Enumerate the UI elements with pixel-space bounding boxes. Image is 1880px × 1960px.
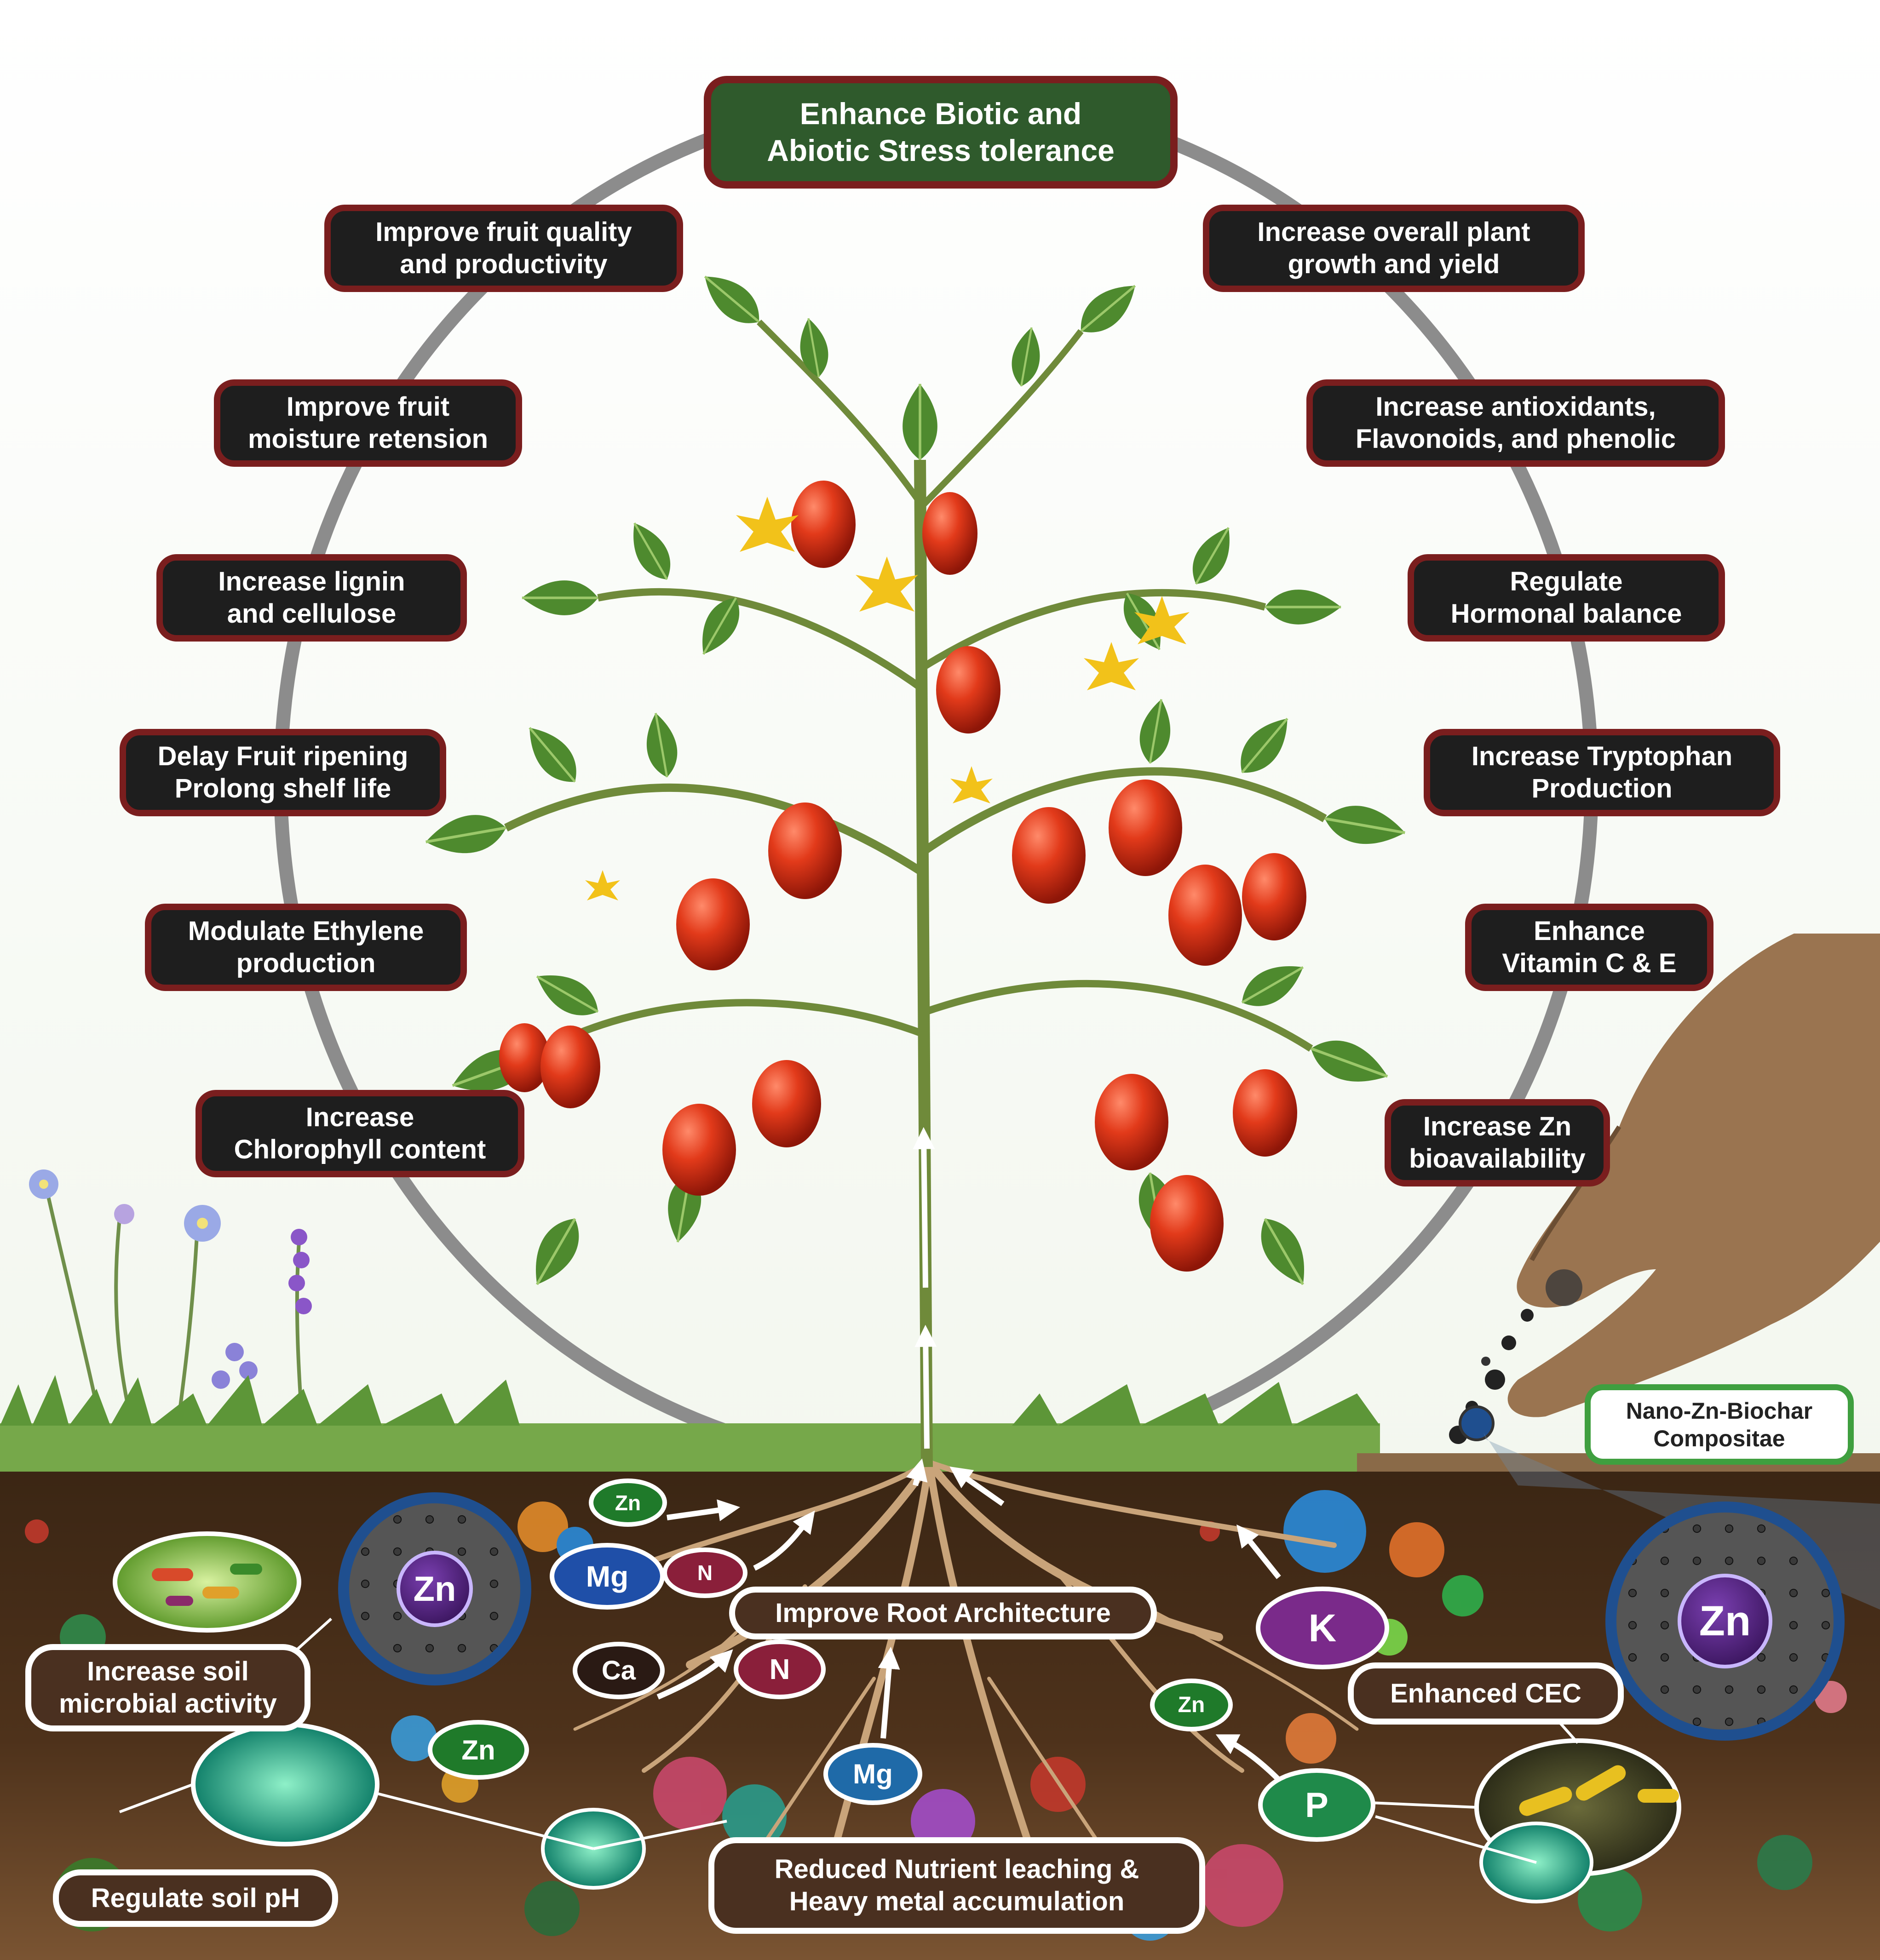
nutrient-zn-top: Zn xyxy=(589,1479,667,1527)
nutrient-arrows xyxy=(656,1127,1281,1782)
bacteria-icons xyxy=(152,1564,262,1606)
label-root-text: Improve Root Architecture xyxy=(775,1598,1111,1628)
microbe-colony-icon xyxy=(113,1531,301,1633)
label-fruit-quality-line2: and productivity xyxy=(400,249,608,279)
label-vitamin: Enhance Vitamin C & E xyxy=(1465,904,1713,991)
nutrient-mg-left: Mg xyxy=(550,1543,665,1610)
label-zn-bio-line2: bioavailability xyxy=(1409,1144,1586,1174)
label-fruit-quality-line1: Improve fruit quality xyxy=(375,217,632,247)
zn-biochar-disc-left: Zn xyxy=(338,1492,531,1685)
label-antioxidants: Increase antioxidants, Flavonoids, and p… xyxy=(1306,379,1725,467)
label-stress-line1: Enhance Biotic and xyxy=(799,97,1082,131)
label-microbial-line2: microbial activity xyxy=(59,1689,277,1719)
label-tryptophan-line1: Increase Tryptophan xyxy=(1471,741,1733,772)
label-stress-tolerance: Enhance Biotic and Abiotic Stress tolera… xyxy=(704,76,1178,189)
tomato-fruits xyxy=(499,481,1306,1272)
tomato-flowers xyxy=(585,497,1190,900)
label-moisture: Improve fruit moisture retension xyxy=(214,379,522,467)
nutrient-ca: Ca xyxy=(573,1642,665,1699)
nutrient-n-top: N xyxy=(662,1547,747,1598)
label-leaching-line2: Heavy metal accumulation xyxy=(789,1886,1125,1916)
nutrient-mg-left-label: Mg xyxy=(586,1559,629,1593)
label-vitamin-line2: Vitamin C & E xyxy=(1502,948,1677,978)
label-root-architecture: Improve Root Architecture xyxy=(729,1587,1157,1639)
nutrient-mg-bottom: Mg xyxy=(823,1743,922,1805)
zn-core-left: Zn xyxy=(397,1551,473,1627)
zn-core-left-label: Zn xyxy=(413,1569,456,1609)
label-stress-line2: Abiotic Stress tolerance xyxy=(767,133,1115,167)
label-ph-text: Regulate soil pH xyxy=(91,1883,300,1913)
label-tryptophan-line2: Production xyxy=(1531,774,1673,803)
label-chlorophyll: Increase Chlorophyll content xyxy=(195,1090,524,1177)
label-nano-zn-biochar: Nano-Zn-Biochar Compositae xyxy=(1585,1384,1854,1465)
label-nano-line1: Nano-Zn-Biochar xyxy=(1626,1398,1813,1424)
label-growth-yield: Increase overall plant growth and yield xyxy=(1203,205,1585,292)
nutrient-zn-left-label: Zn xyxy=(461,1734,495,1765)
label-lignin-line1: Increase lignin xyxy=(218,567,405,597)
label-hormonal-line1: Regulate xyxy=(1510,567,1623,597)
nutrient-zn-left: Zn xyxy=(428,1720,529,1780)
label-soil-ph: Regulate soil pH xyxy=(53,1869,338,1927)
label-nano-line2: Compositae xyxy=(1653,1425,1785,1451)
zn-core-right-label: Zn xyxy=(1699,1597,1751,1645)
label-nutrient-leaching: Reduced Nutrient leaching & Heavy metal … xyxy=(708,1837,1205,1934)
label-vitamin-line1: Enhance xyxy=(1534,916,1645,946)
label-enhanced-cec: Enhanced CEC xyxy=(1348,1662,1624,1725)
label-ripening-line2: Prolong shelf life xyxy=(174,774,391,803)
zn-biochar-disc-right: Zn xyxy=(1605,1502,1845,1741)
yellow-bacteria xyxy=(1519,1765,1679,1816)
label-zn-bioavailability: Increase Zn bioavailability xyxy=(1385,1099,1610,1186)
nutrient-n-mid: N xyxy=(734,1639,826,1699)
label-growth-yield-line1: Increase overall plant xyxy=(1257,217,1530,247)
tomato-plant-icon xyxy=(423,264,1409,1467)
label-antioxidants-line2: Flavonoids, and phenolic xyxy=(1355,424,1676,454)
microbe-disc-left xyxy=(191,1722,379,1846)
label-tryptophan: Increase Tryptophan Production xyxy=(1424,729,1780,816)
nutrient-k: K xyxy=(1256,1587,1389,1669)
label-hormonal: Regulate Hormonal balance xyxy=(1408,554,1725,642)
label-fruit-quality: Improve fruit quality and productivity xyxy=(324,205,683,292)
nutrient-zn-right-label: Zn xyxy=(1178,1693,1205,1717)
label-ripening-line1: Delay Fruit ripening xyxy=(157,741,408,772)
label-antioxidants-line1: Increase antioxidants, xyxy=(1375,392,1656,422)
nutrient-mg-bottom-label: Mg xyxy=(853,1759,893,1789)
nutrient-p-label: P xyxy=(1305,1785,1328,1825)
label-hormonal-line2: Hormonal balance xyxy=(1450,599,1682,629)
biochar-particle-icon xyxy=(1459,1405,1495,1441)
label-moisture-line2: moisture retension xyxy=(247,424,489,454)
label-ripening: Delay Fruit ripening Prolong shelf life xyxy=(120,729,446,816)
label-ethylene: Modulate Ethylene production xyxy=(145,904,467,991)
label-lignin: Increase lignin and cellulose xyxy=(156,554,467,642)
label-moisture-line1: Improve fruit xyxy=(286,392,450,422)
root-system xyxy=(573,1458,1359,1887)
label-ethylene-line1: Modulate Ethylene xyxy=(188,916,424,946)
nutrient-k-label: K xyxy=(1308,1606,1337,1650)
label-chlorophyll-line2: Chlorophyll content xyxy=(234,1135,486,1164)
label-growth-yield-line2: growth and yield xyxy=(1288,249,1500,279)
label-cec-text: Enhanced CEC xyxy=(1390,1678,1581,1708)
nutrient-zn-right: Zn xyxy=(1150,1679,1233,1731)
zn-core-right: Zn xyxy=(1678,1574,1772,1668)
nutrient-n-top-label: N xyxy=(697,1561,713,1585)
label-leaching-line1: Reduced Nutrient leaching & xyxy=(774,1854,1139,1885)
label-microbial-activity: Increase soil microbial activity xyxy=(25,1644,310,1731)
nutrient-p: P xyxy=(1258,1768,1375,1842)
nutrient-n-mid-label: N xyxy=(769,1653,790,1685)
nutrient-zn-top-label: Zn xyxy=(615,1490,641,1515)
label-zn-bio-line1: Increase Zn xyxy=(1423,1112,1572,1142)
nutrient-ca-label: Ca xyxy=(601,1656,636,1685)
label-ethylene-line2: production xyxy=(236,948,376,978)
label-microbial-line1: Increase soil xyxy=(87,1656,249,1687)
label-chlorophyll-line1: Increase xyxy=(305,1102,414,1133)
label-lignin-line2: and cellulose xyxy=(227,599,397,629)
